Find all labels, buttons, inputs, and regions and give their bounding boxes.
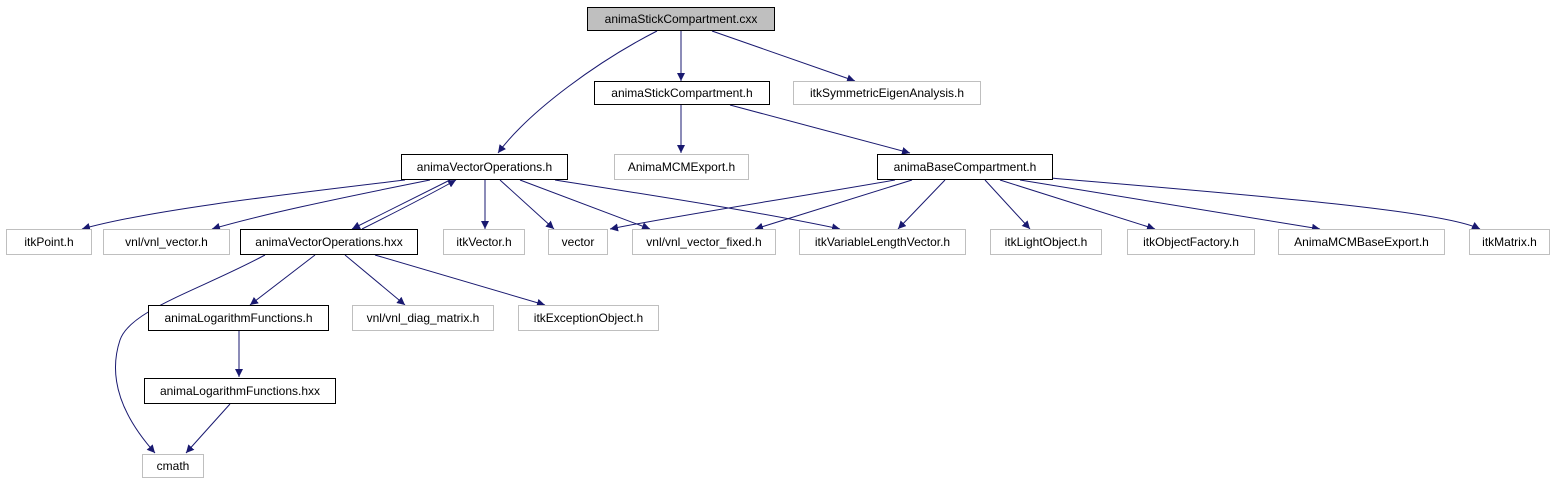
node-anima-stick-compartment-h[interactable]: animaStickCompartment.h [594,81,770,105]
node-anima-logarithm-functions-h[interactable]: animaLogarithmFunctions.h [148,305,329,331]
edge-log-hxx-to-cmath [185,403,231,454]
node-vector: vector [548,229,608,255]
node-vnl-diag-matrix-h: vnl/vnl_diag_matrix.h [352,305,494,331]
node-anima-base-compartment-h[interactable]: animaBaseCompartment.h [877,154,1053,180]
edge-root-to-sym-eigen [711,30,856,83]
edge-vec-ops-h-to-vector [499,179,555,230]
edge-vec-ops-h-to-vnl-vector [211,179,431,231]
node-anima-vector-operations-h[interactable]: animaVectorOperations.h [401,154,568,180]
edge-vec-ops-h-to-itk-varlen [554,179,841,232]
node-itk-object-factory-h: itkObjectFactory.h [1127,229,1255,255]
node-anima-mcm-base-export-h: AnimaMCMBaseExport.h [1278,229,1445,255]
node-itk-symmetric-eigen-analysis-h: itkSymmetricEigenAnalysis.h [793,81,981,105]
edge-vec-ops-hxx-to-itk-exception [374,254,546,307]
node-itk-light-object-h: itkLightObject.h [990,229,1102,255]
edge-base-comp-to-itk-varlen [897,179,946,230]
edge-stick-h-to-base-comp [729,104,911,155]
edge-base-comp-to-itk-matrix [1049,177,1481,230]
node-itk-variable-length-vector-h: itkVariableLengthVector.h [799,229,966,255]
edge-vec-ops-hxx-to-vec-ops-h [361,179,457,230]
node-anima-vector-operations-hxx[interactable]: animaVectorOperations.hxx [240,229,418,255]
node-vnl-vector-fixed-h: vnl/vnl_vector_fixed.h [632,229,776,255]
node-anima-stick-compartment-cxx: animaStickCompartment.cxx [587,7,775,31]
edge-base-comp-to-itk-factory [999,179,1156,231]
node-itk-exception-object-h: itkExceptionObject.h [518,305,659,331]
node-itk-matrix-h: itkMatrix.h [1469,229,1550,255]
node-vnl-vector-h: vnl/vnl_vector.h [103,229,230,255]
node-itk-point-h: itkPoint.h [6,229,92,255]
edge-vec-ops-hxx-to-vnl-diag [344,254,406,306]
edge-base-comp-to-vector [609,179,896,232]
edge-base-comp-to-mcm-base-export [1019,179,1321,232]
node-anima-mcm-export-h: AnimaMCMExport.h [614,154,749,180]
edge-base-comp-to-itk-light [984,179,1031,230]
edge-vec-ops-hxx-to-log-h [249,254,316,306]
edge-base-comp-to-vnl-vector-fixed [754,179,913,231]
edge-root-to-vec-ops-h [497,30,658,154]
edge-vec-ops-h-to-vec-ops-hxx [351,179,451,230]
node-anima-logarithm-functions-hxx[interactable]: animaLogarithmFunctions.hxx [144,378,336,404]
node-itk-vector-h: itkVector.h [443,229,525,255]
node-cmath: cmath [142,454,204,478]
edge-vec-ops-h-to-itk-point [81,179,406,231]
edge-vec-ops-h-to-vnl-vector-fixed [519,179,651,230]
edge-vec-ops-hxx-to-cmath [115,254,266,454]
